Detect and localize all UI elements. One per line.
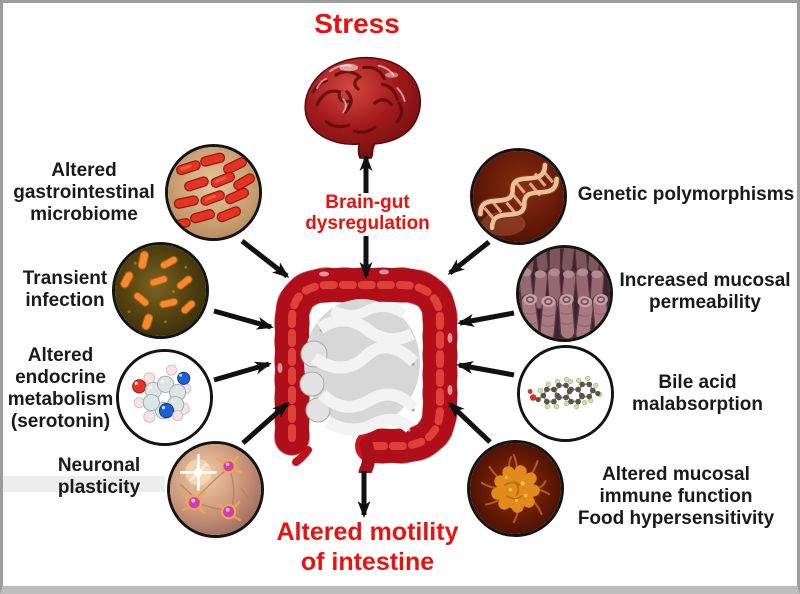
- immune-photo: [467, 440, 564, 537]
- serotonin-photo: [116, 349, 213, 446]
- label-line: Bile acid: [658, 372, 737, 393]
- intestine-icon: [274, 267, 458, 473]
- brain-icon: [304, 57, 421, 159]
- neurons-icon: [170, 444, 261, 535]
- brain-gut-dysregulation-label: Brain-gut dysregulation: [280, 192, 455, 235]
- label-line: infection: [25, 290, 105, 312]
- label-line: plasticity: [57, 477, 141, 499]
- altered-motility-line-2: of intestine: [300, 547, 435, 576]
- intestinal-villi-icon: [519, 248, 610, 339]
- altered-motility-line-1: Altered motility: [276, 518, 459, 546]
- bile-acid-photo: [517, 345, 614, 442]
- brain-gut-line-2: dysregulation: [305, 212, 430, 234]
- orange-bacteria-icon: [115, 245, 206, 336]
- label-line: Altered: [27, 345, 94, 366]
- label-line: Altered mucosal: [602, 464, 750, 485]
- infection-photo: [112, 242, 209, 339]
- label-line: immune function: [599, 486, 753, 508]
- label-line: Increased mucosal: [619, 270, 791, 291]
- label-bile-acid-malabsorption: Bile acid malabsorption: [605, 372, 790, 416]
- label-line: Food hypersensitivity: [577, 508, 775, 530]
- altered-motility-label: Altered motility of intestine: [255, 518, 480, 577]
- label-altered-mucosal-immune-function: Altered mucosal immune function Food hyp…: [552, 464, 797, 530]
- label-line: gastrointestinal: [13, 182, 155, 204]
- label-line: malabsorption: [632, 394, 763, 416]
- label-line: (serotonin): [10, 411, 111, 433]
- microbiome-photo: [165, 144, 262, 241]
- neuronal-photo: [167, 441, 264, 538]
- label-line: microbiome: [30, 204, 138, 226]
- arrow-serotonin-to-intestine: [213, 361, 272, 383]
- dna-helix-icon: [473, 151, 564, 242]
- label-increased-mucosal-permeability: Increased mucosal permeability: [610, 270, 797, 314]
- label-line: metabolism: [7, 389, 114, 411]
- label-line: endocrine: [15, 367, 106, 389]
- label-neuronal-plasticity: Neuronal plasticity: [29, 455, 169, 499]
- label-line: Altered: [51, 160, 117, 181]
- label-line: Neuronal: [57, 455, 141, 476]
- red-bacteria-icon: [168, 147, 259, 238]
- label-line: Transient: [22, 268, 108, 289]
- label-line: permeability: [649, 292, 761, 314]
- arrow-permeability-to-intestine: [457, 310, 515, 327]
- immune-cell-icon: [470, 443, 561, 534]
- label-altered-endocrine-metabolism: Altered endocrine metabolism (serotonin): [3, 345, 118, 433]
- permeability-photo: [516, 245, 613, 342]
- bile-acid-molecule-icon: [520, 348, 611, 439]
- label-altered-gastrointestinal-microbiome: Altered gastrointestinal microbiome: [3, 160, 165, 226]
- arrow-bile-to-intestine: [456, 361, 515, 378]
- label-transient-infection: Transient infection: [5, 268, 125, 312]
- serotonin-molecule-icon: [119, 352, 210, 443]
- label-genetic-polymorphisms: Genetic polymorphisms: [572, 184, 797, 206]
- genetics-photo: [470, 148, 567, 245]
- label-line: Genetic polymorphisms: [577, 184, 795, 205]
- background-band: [3, 476, 165, 492]
- title-stress: Stress: [314, 8, 400, 39]
- brain-gut-line-1: Brain-gut: [325, 192, 410, 213]
